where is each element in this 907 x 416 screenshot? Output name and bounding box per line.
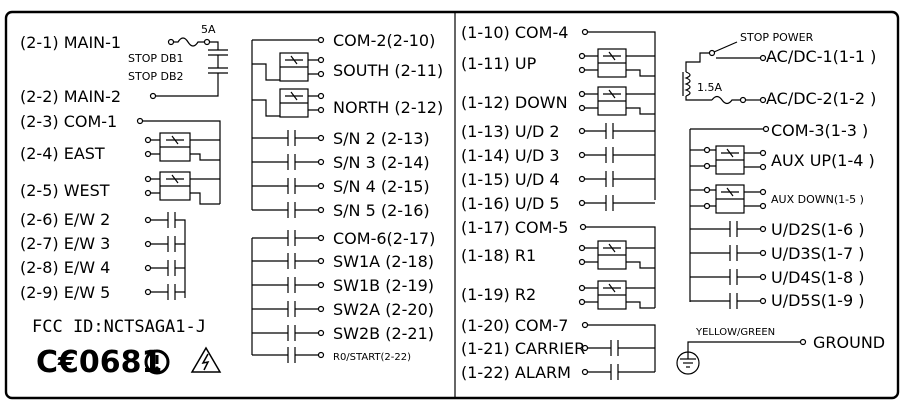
terminal-label-2-11: SOUTH (2-11)	[333, 61, 443, 80]
terminal-label-2-5: (2-5) WEST	[20, 181, 110, 200]
terminal-label-2-13: S/N 2 (2-13)	[333, 129, 430, 148]
terminal-label-1-4: AUX UP(1-4 )	[771, 151, 875, 170]
terminal-label-2-10: COM-2(2-10)	[333, 31, 435, 50]
stop-db1-label: STOP DB1	[128, 52, 184, 65]
terminal-label-1-21: (1-21) CARRIER	[461, 339, 585, 358]
ground-icon	[676, 338, 807, 375]
terminal-label-2-9: (2-9) E/W 5	[20, 283, 110, 302]
terminal-label-2-18: SW1A (2-18)	[333, 252, 434, 271]
terminal-label-2-20: SW2A (2-20)	[333, 300, 434, 319]
terminal-label-2-8: (2-8) E/W 4	[20, 258, 110, 277]
terminal-label-1-17: (1-17) COM-5	[461, 218, 568, 237]
terminal-label-2-1: (2-1) MAIN-1	[20, 33, 121, 52]
terminal-label-1-8: U/D4S(1-8 )	[771, 268, 864, 287]
terminal-label-2-12: NORTH (2-12)	[333, 98, 443, 117]
terminal-label-2-4: (2-4) EAST	[20, 144, 105, 163]
col3-wiring	[578, 28, 656, 380]
terminal-label-1-12: (1-12) DOWN	[461, 93, 568, 112]
high-voltage-warning-icon	[190, 346, 222, 373]
alert-mark-icon	[144, 349, 170, 375]
fuse-1-5a-label: 1.5A	[697, 81, 722, 94]
yellow-green-label: YELLOW/GREEN	[695, 327, 775, 338]
terminal-label-2-16: S/N 5 (2-16)	[333, 201, 430, 220]
terminal-label-1-16: (1-16) U/D 5	[461, 194, 560, 213]
terminal-label-1-20: (1-20) COM-7	[461, 316, 568, 335]
terminal-label-1-14: (1-14) U/D 3	[461, 146, 560, 165]
fuse-5a-label: 5A	[201, 23, 216, 36]
terminal-label-1-5: AUX DOWN(1-5 )	[771, 193, 864, 206]
terminal-label-2-22: R0/START(2-22)	[333, 352, 411, 363]
terminal-label-1-3: COM-3(1-3 )	[771, 121, 868, 140]
terminal-label-2-6: (2-6) E/W 2	[20, 210, 110, 229]
stop-db2-label: STOP DB2	[128, 70, 184, 83]
col2-wiring	[251, 36, 325, 363]
terminal-label-1-15: (1-15) U/D 4	[461, 170, 560, 189]
terminal-label-1-9: U/D5S(1-9 )	[771, 291, 864, 310]
stop-power-label: STOP POWER	[740, 31, 814, 44]
terminal-label-1-6: U/D2S(1-6 )	[771, 220, 864, 239]
terminal-label-1-19: (1-19) R2	[461, 285, 536, 304]
terminal-label-2-17: COM-6(2-17)	[333, 229, 435, 248]
ground-label: GROUND	[813, 333, 885, 352]
col4-wiring	[682, 41, 770, 309]
terminal-label-2-15: S/N 4 (2-15)	[333, 177, 430, 196]
terminal-label-1-13: (1-13) U/D 2	[461, 122, 560, 141]
terminal-label-2-2: (2-2) MAIN-2	[20, 87, 121, 106]
terminal-label-1-11: (1-11) UP	[461, 54, 537, 73]
terminal-label-1-7: U/D3S(1-7 )	[771, 244, 864, 263]
terminal-label-2-14: S/N 3 (2-14)	[333, 153, 430, 172]
terminal-label-2-19: SW1B (2-19)	[333, 276, 434, 295]
fcc-id: FCC ID:NCTSAGA1-J	[32, 317, 206, 337]
ce-mark: C€0681	[36, 345, 162, 380]
terminal-label-1-10: (1-10) COM-4	[461, 23, 568, 42]
terminal-label-2-21: SW2B (2-21)	[333, 324, 434, 343]
terminal-label-1-2: AC/DC-2(1-2 )	[766, 89, 876, 108]
terminal-label-2-3: (2-3) COM-1	[20, 112, 117, 131]
label-border	[4, 10, 900, 400]
terminal-label-1-18: (1-18) R1	[461, 246, 536, 265]
terminal-label-1-22: (1-22) ALARM	[461, 363, 571, 382]
col1-wiring	[136, 37, 228, 300]
terminal-label-1-1: AC/DC-1(1-1 )	[766, 47, 876, 66]
terminal-label-2-7: (2-7) E/W 3	[20, 234, 110, 253]
